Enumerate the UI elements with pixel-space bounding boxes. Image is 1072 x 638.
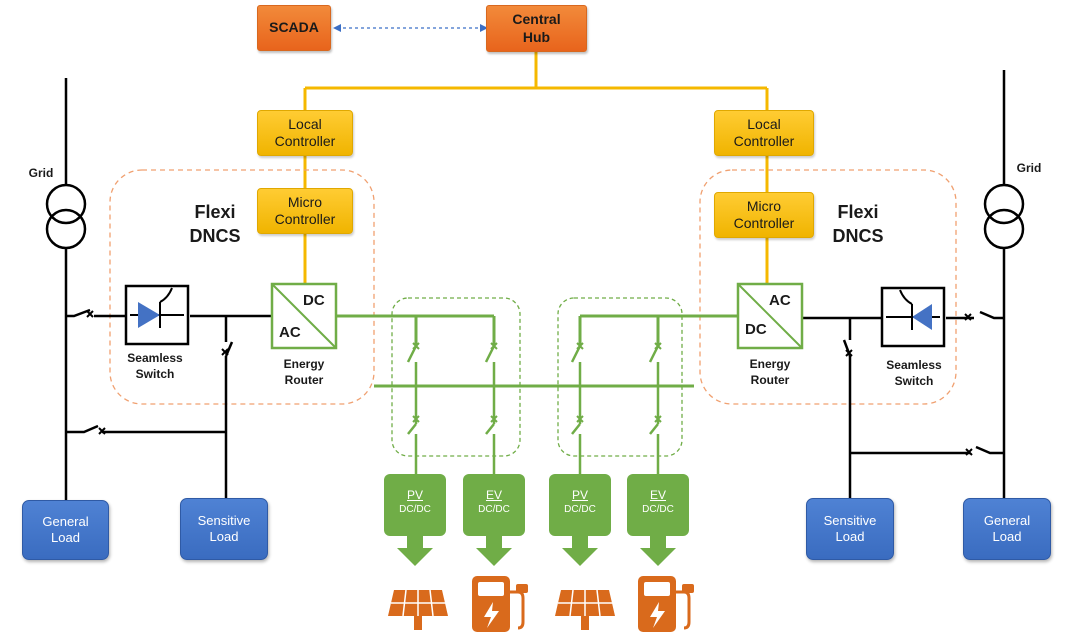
dncs-region-left (109, 169, 375, 405)
seamless-switch-label-right: Seamless Switch (871, 358, 957, 389)
breaker-group-right (557, 297, 683, 457)
ev-converter-right: EV DC/DC (627, 488, 689, 515)
dncs-label-1: Flexi (194, 202, 236, 222)
seamless-switch-label-1: Seamless (127, 351, 183, 365)
grid-label-left: Grid (28, 166, 54, 180)
local-controller-right: Local Controller (714, 110, 814, 156)
pv-converter-title: PV (406, 488, 423, 502)
router-left-ac: AC (279, 324, 301, 341)
seamless-switch-label-1: Seamless (886, 358, 942, 372)
ev-converter-title: EV (649, 488, 666, 502)
seamless-switch-label-left: Seamless Switch (112, 351, 198, 382)
left-ac-network (64, 78, 272, 500)
right-breaker-marks (845, 313, 973, 456)
dncs-label-2: DNCS (832, 226, 884, 247)
seamless-switch-label-2: Switch (894, 373, 934, 388)
right-ac-network (800, 70, 1006, 500)
ev-converter-sub: DC/DC (642, 504, 674, 515)
micro-controller-left: Micro Controller (257, 188, 353, 234)
dc-breakers (406, 345, 660, 474)
transformer-right (983, 183, 1025, 250)
micro-controller-label-1: Micro (287, 193, 323, 210)
ev-charger-icon (638, 576, 694, 632)
sensitive-load-label-1: Sensitive (823, 512, 877, 528)
general-load-label-2: Load (992, 529, 1022, 544)
sensitive-load-label-2: Load (209, 529, 239, 544)
local-controller-label-2: Controller (274, 133, 336, 149)
pv-converter-right: PV DC/DC (549, 488, 611, 515)
local-controller-label-1: Local (747, 115, 781, 132)
pv-converter-left: PV DC/DC (384, 488, 446, 515)
general-load-right: General Load (963, 498, 1051, 560)
converter-boxes (384, 474, 689, 536)
dncs-label-1: Flexi (837, 202, 879, 222)
general-load-left: General Load (22, 500, 109, 560)
solar-panel-icon (388, 589, 448, 630)
scada-box: SCADA (257, 5, 331, 51)
sensitive-load-right: Sensitive Load (806, 498, 894, 560)
router-left-dc: DC (303, 292, 325, 309)
ev-converter-title: EV (485, 488, 502, 502)
energy-router-left (270, 282, 338, 350)
micro-controller-label-1: Micro (746, 197, 782, 214)
local-controller-label-1: Local (288, 115, 322, 132)
ev-charger-icon (472, 576, 528, 632)
seamless-switch-right (880, 286, 946, 348)
seamless-switch-label-2: Switch (135, 366, 175, 381)
general-load-label-1: General (983, 512, 1031, 528)
hub-label-1: Central (512, 11, 561, 27)
micro-controller-label-2: Controller (274, 211, 336, 227)
scada-label: SCADA (269, 19, 319, 36)
ev-converter-sub: DC/DC (478, 504, 510, 515)
pv-converter-sub: DC/DC (399, 504, 431, 515)
local-controller-label-2: Controller (733, 133, 795, 149)
pv-converter-title: PV (571, 488, 588, 502)
dncs-label-2: DNCS (189, 226, 241, 247)
energy-router-label-2: Router (284, 372, 324, 387)
solar-panel-icon (555, 589, 615, 630)
energy-router-label-2: Router (750, 372, 790, 387)
dncs-label-left: Flexi DNCS (180, 200, 250, 249)
transformer-left (45, 183, 87, 250)
general-load-label-1: General (42, 513, 89, 529)
local-controller-left: Local Controller (257, 110, 353, 156)
control-lines (303, 52, 769, 284)
seamless-switch-left (124, 284, 190, 346)
breaker-group-left (391, 297, 521, 457)
central-hub-box: Central Hub (486, 5, 587, 52)
sensitive-load-left: Sensitive Load (180, 498, 268, 560)
left-breaker-marks (86, 310, 229, 435)
micro-controller-right: Micro Controller (714, 192, 814, 238)
micro-controller-label-2: Controller (733, 215, 795, 231)
converter-arrows (397, 536, 676, 566)
energy-router-label-right: Energy Router (728, 357, 812, 388)
router-right-dc: DC (745, 321, 767, 338)
general-load-label-2: Load (51, 530, 80, 545)
sensitive-load-label-1: Sensitive (197, 512, 251, 528)
dncs-region-right (699, 169, 957, 405)
hub-label-2: Hub (522, 28, 551, 45)
dc-breaker-marks (412, 342, 662, 423)
energy-router-label-left: Energy Router (262, 357, 346, 388)
dc-network (336, 314, 738, 388)
scada-hub-link (333, 24, 488, 32)
sensitive-load-label-2: Load (835, 529, 865, 544)
grid-label-right: Grid (1016, 161, 1042, 175)
ev-converter-left: EV DC/DC (463, 488, 525, 515)
energy-router-label-1: Energy (283, 357, 325, 371)
router-right-ac: AC (769, 292, 791, 309)
energy-router-label-1: Energy (749, 357, 791, 371)
dncs-label-right: Flexi DNCS (823, 200, 893, 249)
pv-converter-sub: DC/DC (564, 504, 596, 515)
